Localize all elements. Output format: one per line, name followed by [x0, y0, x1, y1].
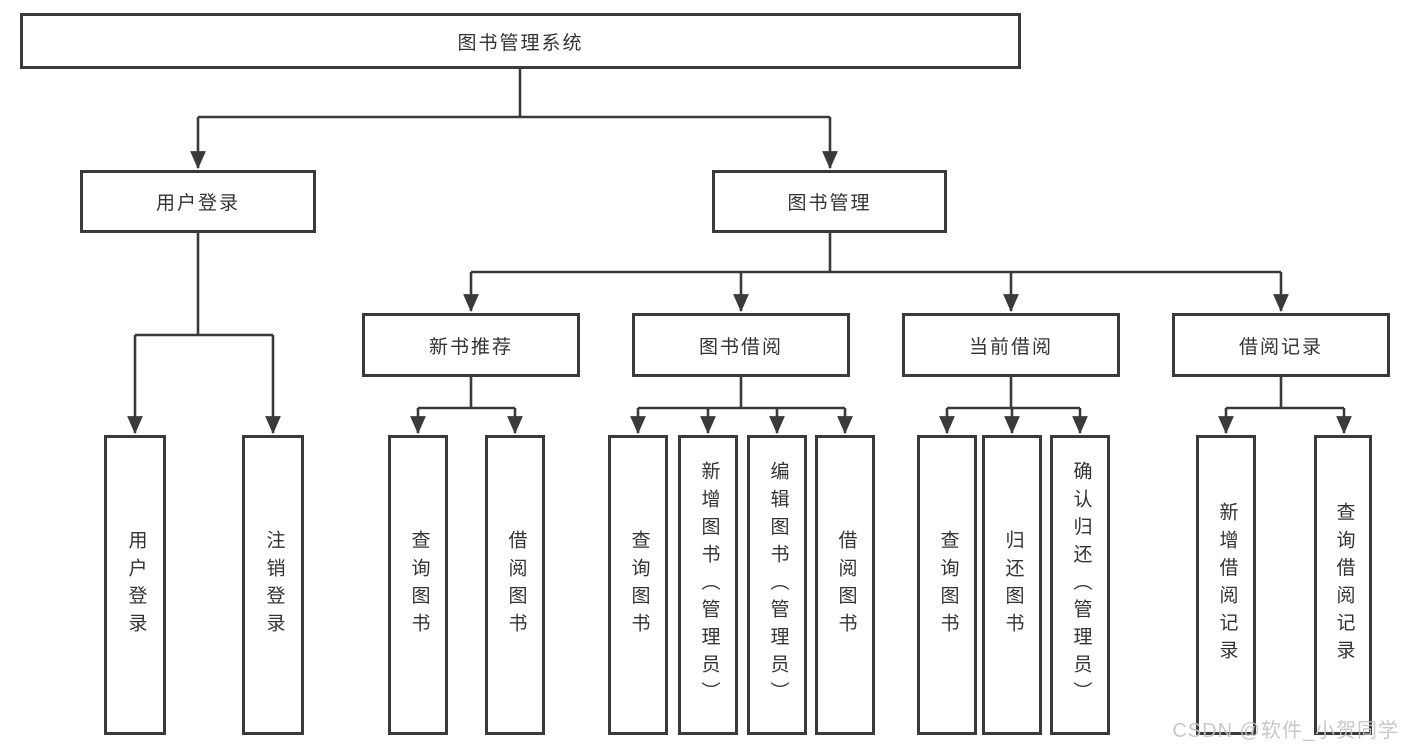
leaf-user-login: 用户登录 [104, 435, 166, 735]
node-borrowing-records: 借阅记录 [1172, 313, 1390, 377]
node-current-borrowing: 当前借阅 [902, 313, 1120, 377]
node-label: 图书借阅 [698, 336, 783, 358]
node-label: 借阅记录 [1238, 336, 1323, 358]
leaf-add-books-admin: 新增图书（管理员） [678, 435, 738, 735]
csdn-watermark: CSDN @软件_小贺同学 [1172, 720, 1399, 742]
leaf-query-books-current: 查询图书 [917, 435, 977, 735]
node-label: 图书管理 [787, 193, 872, 214]
node-label: 用户登录 [155, 193, 240, 214]
leaf-label: 用户登录 [125, 529, 147, 641]
leaf-label: 注销登录 [263, 529, 285, 641]
node-user-login: 用户登录 [80, 170, 316, 233]
leaf-logout: 注销登录 [242, 435, 304, 735]
leaf-label: 查询借阅记录 [1333, 502, 1355, 668]
leaf-borrow-books-recommend: 借阅图书 [485, 435, 545, 735]
leaf-confirm-return-admin: 确认归还（管理员） [1050, 435, 1110, 735]
node-library-management-system: 图书管理系统 [20, 13, 1021, 69]
node-book-management: 图书管理 [712, 170, 947, 233]
node-new-book-recommend: 新书推荐 [362, 313, 580, 377]
leaf-label: 编辑图书（管理员） [767, 461, 789, 709]
node-book-borrowing: 图书借阅 [632, 313, 850, 377]
leaf-label: 新增借阅记录 [1216, 502, 1238, 668]
node-label: 当前借阅 [968, 336, 1053, 358]
leaf-label: 查询图书 [408, 529, 430, 641]
leaf-borrow-books-borrowing: 借阅图书 [815, 435, 875, 735]
leaf-label: 归还图书 [1002, 529, 1024, 641]
leaf-query-borrow-record: 查询借阅记录 [1314, 435, 1372, 735]
node-label: 图书管理系统 [457, 32, 584, 54]
leaf-label: 确认归还（管理员） [1070, 461, 1092, 709]
leaf-edit-books-admin: 编辑图书（管理员） [747, 435, 807, 735]
leaf-add-borrow-record: 新增借阅记录 [1196, 435, 1256, 735]
leaf-label: 查询图书 [628, 529, 650, 641]
leaf-query-books-borrowing: 查询图书 [608, 435, 668, 735]
leaf-query-books-recommend: 查询图书 [388, 435, 448, 735]
leaf-label: 借阅图书 [505, 529, 527, 641]
node-label: 新书推荐 [428, 336, 513, 358]
leaf-label: 新增图书（管理员） [698, 461, 720, 709]
leaf-label: 借阅图书 [835, 529, 857, 641]
leaf-label: 查询图书 [937, 529, 959, 641]
leaf-return-books: 归还图书 [982, 435, 1042, 735]
